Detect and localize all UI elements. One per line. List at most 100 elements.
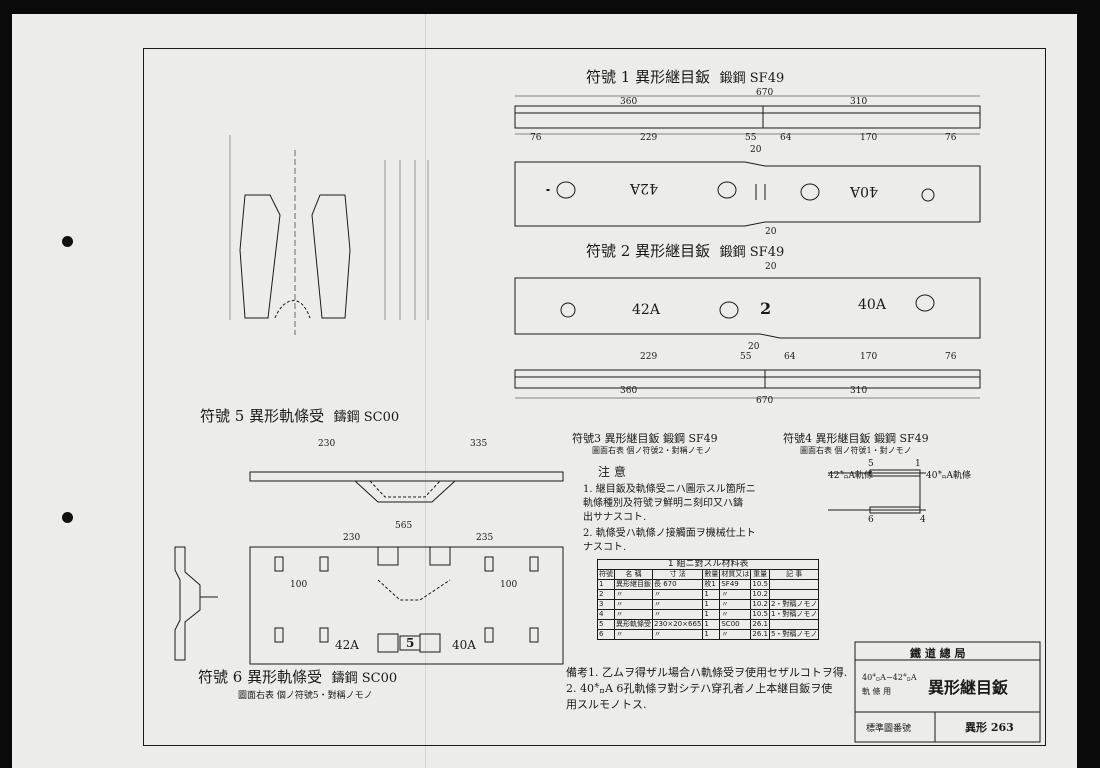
table-cell: 1 [597, 579, 615, 590]
d5-title: 符號 5 異形軌條受 鑄鋼 SC00 [200, 407, 400, 425]
notes-heading: 注 意 [598, 465, 626, 479]
table-cell: 〃 [719, 599, 752, 610]
d6-dim-f: 100 [290, 580, 308, 590]
table-cell: 〃 [651, 589, 704, 600]
table-cell: 〃 [614, 599, 653, 610]
table-cell: 枚1 [702, 579, 721, 590]
table-cell [768, 579, 820, 590]
table-cell: 26.1 [750, 629, 770, 640]
d3-note: 圖面右表 個ノ符號2・對稱ノモノ [592, 446, 712, 455]
note-line-4: 2. 軌條受ハ軌條ノ接觸面ヲ機械仕上ト [583, 528, 756, 539]
d2-mark-40a: 40A [858, 297, 886, 313]
drawing-border [143, 48, 1046, 746]
d1-dim-g: 20 [750, 145, 762, 155]
d3-title: 符號3 異形継目鈑 鍛鋼 SF49 [572, 432, 718, 445]
table-cell: 〃 [719, 589, 752, 600]
col-header: 寸 法 [651, 569, 704, 580]
title-block-std-number: 異形 263 [965, 721, 1014, 734]
table-cell: SC00 [719, 619, 752, 630]
rail-joint-diagram [828, 469, 926, 514]
table-cell: 〃 [614, 629, 653, 640]
table-cell: 〃 [719, 629, 752, 640]
table-cell: 26.1 [750, 619, 770, 630]
d1-dim-a: 76 [530, 133, 542, 143]
rail-mark-4: 4 [920, 515, 926, 525]
d1-side-view [514, 161, 981, 227]
table-cell: 2・對稱ノモノ [768, 599, 820, 610]
d4-title: 符號4 異形継目鈑 鍛鋼 SF49 [783, 432, 929, 445]
table-cell: SF49 [719, 579, 752, 590]
d2-dim-i: 360 [620, 386, 638, 396]
d2-dim-h: 76 [945, 352, 957, 362]
d2-mark-number: 2 [760, 299, 772, 318]
table-cell: 1 [702, 609, 721, 620]
col-header: 材質又は [719, 569, 752, 580]
remark-line-1: 備考1. 乙ムヲ得ザル場合ハ軌條受ヲ使用セザルコトヲ得. [566, 666, 848, 679]
d1-dim-e: 170 [860, 133, 878, 143]
material-table-header: 符號 名 稱 寸 法 數量 材質又は 重量 記 事 [597, 569, 820, 580]
table-cell: 〃 [614, 609, 653, 620]
table-cell: 10.2 [750, 599, 770, 610]
d1-dim-d: 64 [780, 133, 792, 143]
table-cell: 4 [597, 609, 615, 620]
table-cell: 3 [597, 599, 615, 610]
table-cell: 異形継目鈑 [614, 579, 653, 590]
d1-mark-40a: 40A [850, 183, 878, 199]
d2-dim-b: 20 [748, 342, 760, 352]
table-cell: 〃 [651, 609, 704, 620]
d4-note: 圖面右表 個ノ符號1・對ノモノ [800, 446, 912, 455]
col-header: 重量 [750, 569, 770, 580]
table-row: 2〃〃1〃10.2 [597, 589, 820, 600]
d1-dim-overall: 670 [756, 88, 774, 98]
table-cell: 〃 [719, 609, 752, 620]
table-cell: 230×20×665 [651, 619, 704, 630]
d2-dim-f: 64 [784, 352, 796, 362]
d6-title: 符號 6 異形軌條受 鑄鋼 SC00 [198, 668, 398, 686]
binder-hole-top [62, 236, 73, 247]
table-cell: 1・對稱ノモノ [768, 609, 820, 620]
title-block-name: 異形継目鈑 [928, 678, 1009, 697]
d2-dim-overall: 670 [756, 396, 774, 406]
d2-bottom-view [514, 369, 981, 399]
d1-title: 符號 1 異形継目鈑 鍛鋼 SF49 [586, 68, 785, 86]
table-cell [768, 589, 820, 600]
d1-dim-f: 76 [945, 133, 957, 143]
d6-dim-a: 230 [318, 439, 336, 449]
col-header: 記 事 [768, 569, 820, 580]
table-cell: 1 [702, 619, 721, 630]
remark-line-3: 用スルモノトス. [566, 698, 647, 711]
d1-dim-right: 310 [850, 97, 868, 107]
d6-plan-view [249, 546, 564, 665]
d6-side-profile [249, 471, 564, 503]
table-cell: 〃 [651, 629, 704, 640]
rail-mark-5: 5 [868, 459, 874, 469]
d2-title: 符號 2 異形継目鈑 鍛鋼 SF49 [586, 242, 785, 260]
note-line-5: ナスコト. [583, 542, 627, 553]
remark-line-2: 2. 40㌔A 6孔軌條ヲ對シテハ穿孔者ノ上本継目鈑ヲ使 [566, 682, 833, 695]
d1-dim-b: 229 [640, 133, 658, 143]
note-line-3: 出サナスコト. [583, 512, 647, 523]
rail-label-42: 42㌔A軌條 [828, 471, 873, 481]
d2-dim-j: 310 [850, 386, 868, 396]
title-block-org: 鐵 道 總 局 [910, 647, 966, 660]
note-line-1: 1. 継目鈑及軌條受ニハ圖示スル箇所ニ [583, 484, 756, 495]
d5-profile [229, 135, 429, 335]
table-cell: 10.2 [750, 589, 770, 600]
rail-mark-1: 1 [915, 459, 921, 469]
table-cell: 5 [597, 619, 615, 630]
d6-dim-e: 235 [476, 533, 494, 543]
table-cell: 異形軌條受 [614, 619, 653, 630]
d2-dim-e: 55 [740, 352, 752, 362]
binder-hole-bottom [62, 512, 73, 523]
rail-label-40: 40㌔A軌條 [926, 471, 971, 481]
title-block-frame [854, 641, 1041, 743]
d2-side-view [514, 277, 981, 339]
d1-dim-h: 20 [765, 227, 777, 237]
table-cell: 〃 [651, 599, 704, 610]
